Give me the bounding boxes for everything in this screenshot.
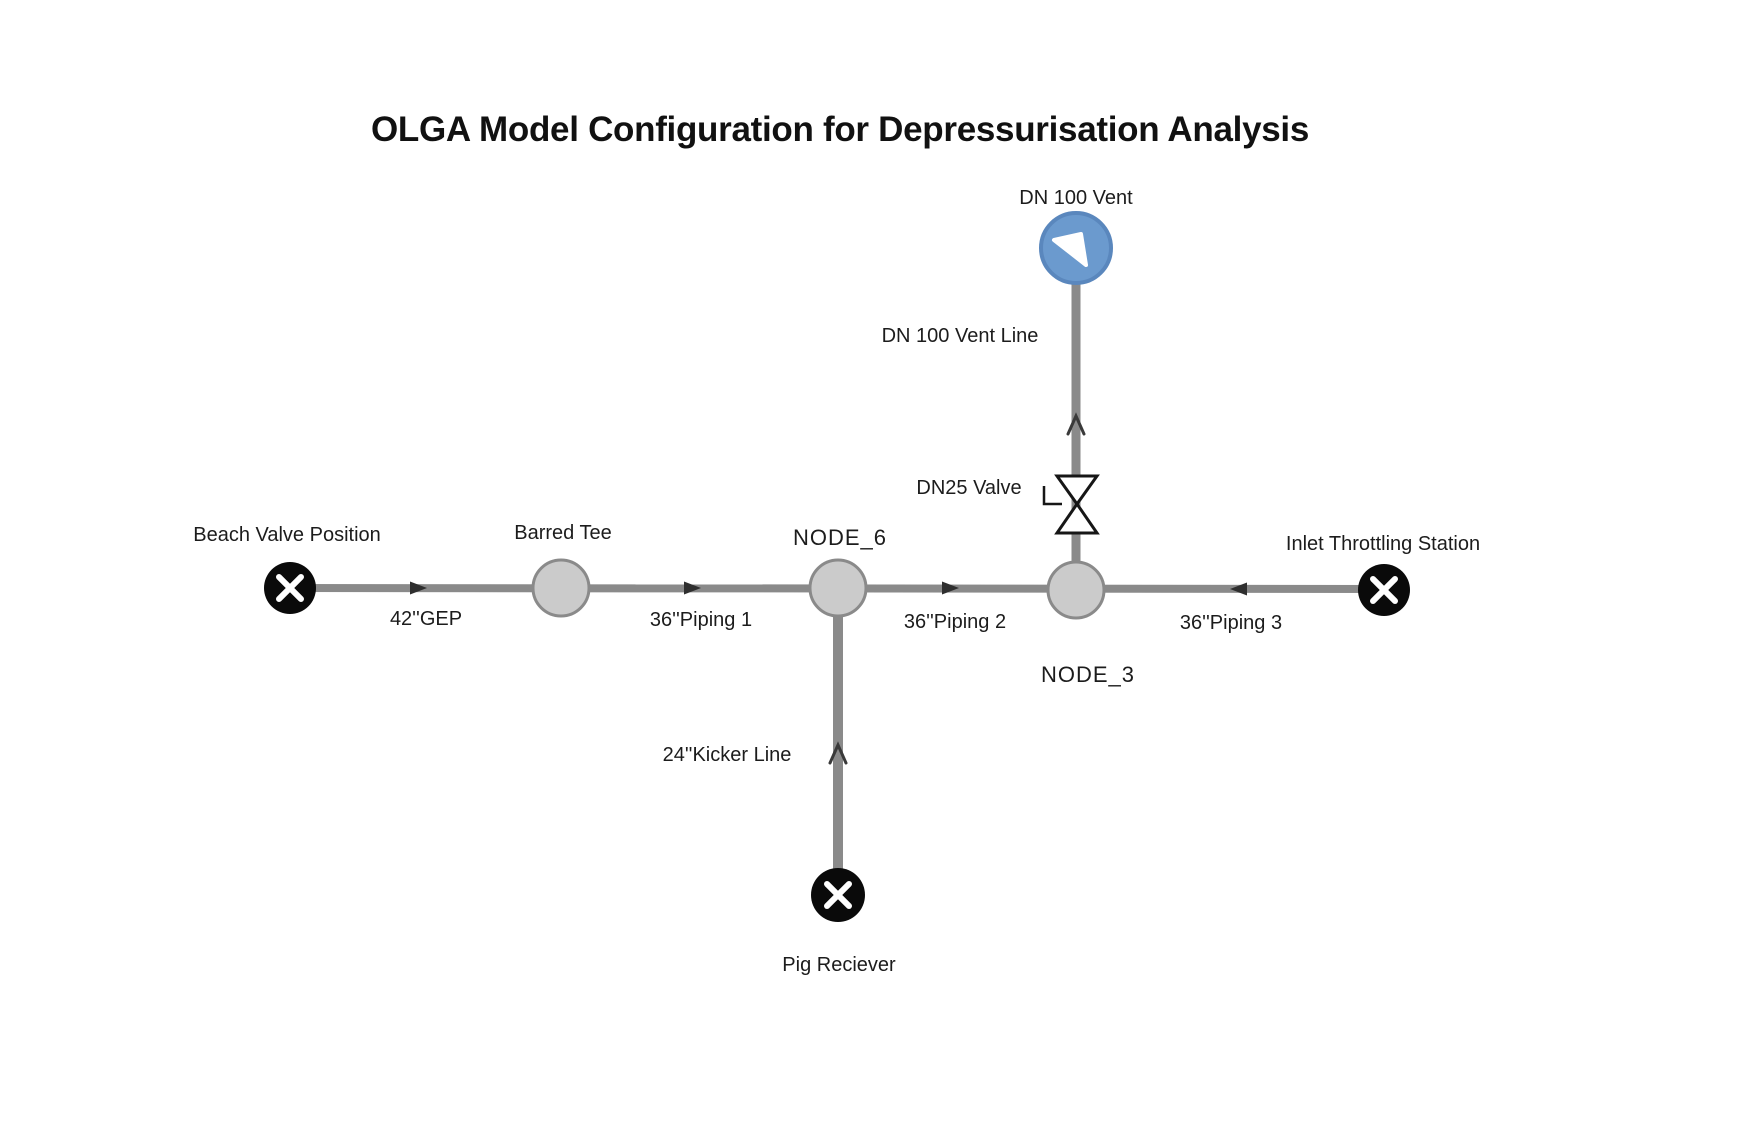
pig-reciever-x-stroke-2 (824, 881, 852, 909)
inlet-throttling-label: Inlet Throttling Station (1285, 533, 1481, 555)
flow-arrow-piping-2 (942, 581, 959, 595)
vent-label: DN 100 Vent (1019, 187, 1133, 209)
vent-wedge-pointer (1052, 232, 1088, 267)
valve-label-leader (1042, 486, 1062, 506)
flow-arrow-kicker (828, 741, 848, 765)
barred-tee-label: Barred Tee (514, 522, 612, 544)
pipe-kicker-label: 24''Kicker Line (662, 744, 792, 766)
beach-valve-x-stroke-2 (276, 574, 304, 602)
diagram-title: OLGA Model Configuration for Depressuris… (371, 109, 1309, 149)
barred-tee-node-icon (531, 558, 591, 618)
flow-arrow-piping-3 (1230, 582, 1247, 596)
flow-arrow-gep (410, 581, 427, 595)
pig-reciever-node-icon (811, 868, 865, 922)
pipe-piping-3-label: 36''Piping 3 (1179, 612, 1283, 634)
node-6-label: NODE_6 (792, 524, 888, 550)
node-6-icon (808, 558, 868, 618)
valve-bottom-triangle (1054, 501, 1100, 535)
dn25-valve-label: DN25 Valve (916, 477, 1022, 499)
pig-reciever-label: Pig Reciever (782, 954, 896, 976)
node-3-label: NODE_3 (1040, 661, 1136, 687)
pipe-piping-1-label: 36''Piping 1 (649, 609, 753, 631)
flow-arrow-piping-1 (684, 581, 701, 595)
pipe-vent-line-label: DN 100 Vent Line (881, 325, 1039, 347)
valve-top-triangle (1054, 474, 1100, 507)
pipe-gep-label: 42''GEP (389, 608, 463, 630)
dn25-valve-icon (1042, 474, 1100, 535)
inlet-throttling-x-stroke-2 (1370, 576, 1398, 604)
beach-valve-label: Beach Valve Position (193, 524, 381, 546)
flow-arrow-vent-line (1066, 412, 1086, 436)
beach-valve-node-icon (264, 562, 316, 614)
vent-node-icon (1039, 211, 1113, 285)
pipe-piping-2-label: 36''Piping 2 (903, 611, 1007, 633)
inlet-throttling-node-icon (1358, 564, 1410, 616)
node-3-icon (1046, 560, 1106, 620)
